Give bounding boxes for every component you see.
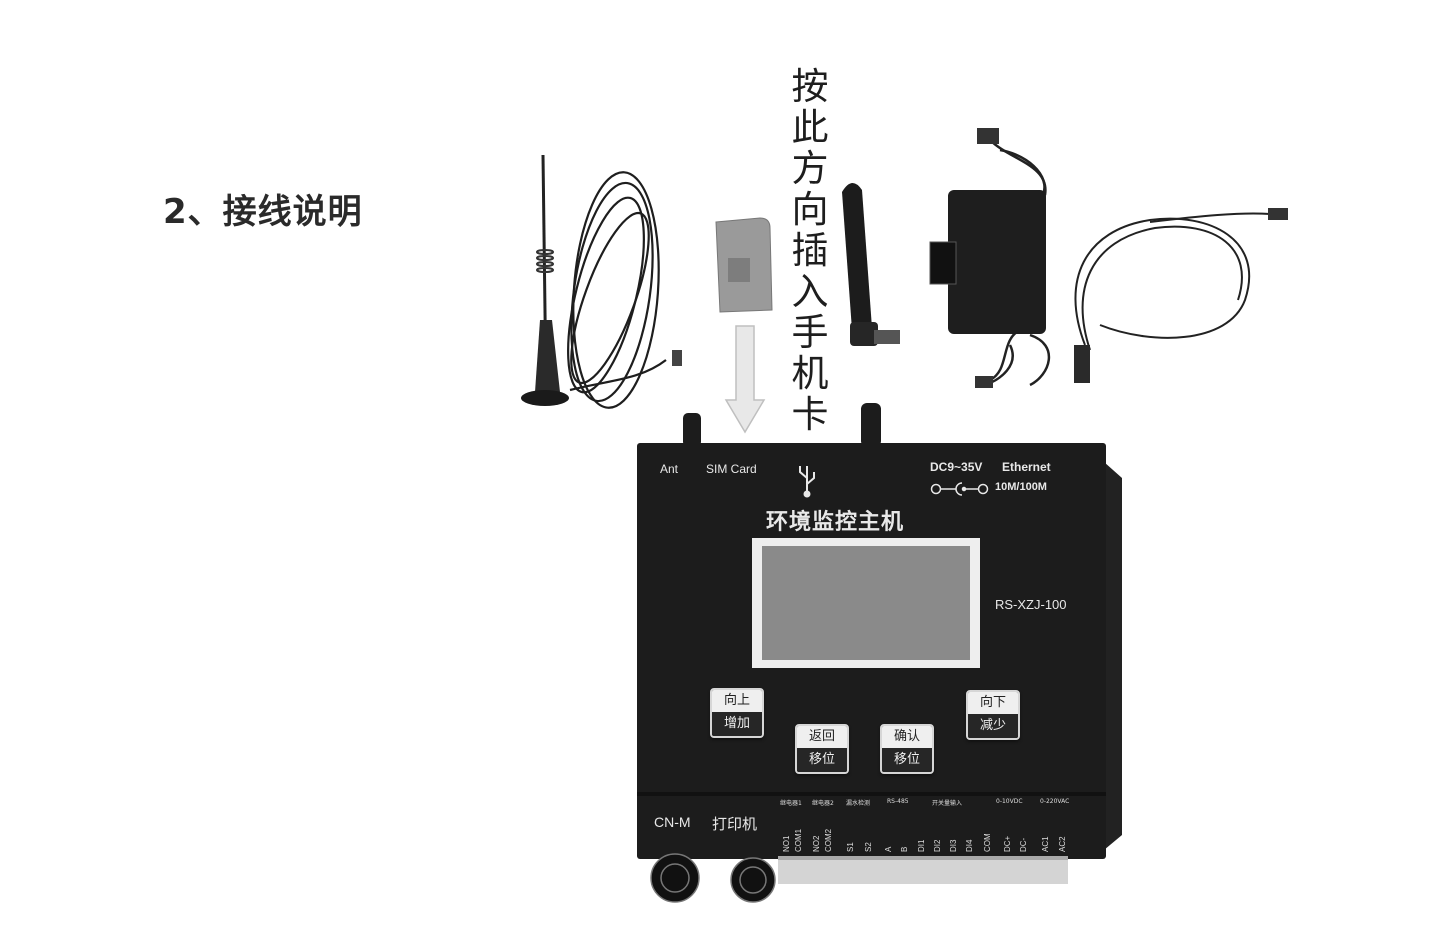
terminal-block bbox=[778, 856, 1068, 884]
terminal-group-label: RS-485 bbox=[887, 798, 909, 805]
up-increase-button[interactable]: 向上 增加 bbox=[710, 688, 764, 738]
button-bottom-label: 减少 bbox=[968, 714, 1018, 738]
port-printer-label: 打印机 bbox=[712, 816, 758, 833]
terminal-label: NO1 bbox=[782, 835, 791, 852]
terminal-group-label: 继电器1 bbox=[780, 800, 802, 807]
insert-direction-char: 机 bbox=[791, 352, 829, 395]
usb-icon bbox=[799, 466, 815, 498]
power-polarity-icon bbox=[930, 482, 989, 496]
terminal-label: DC- bbox=[1019, 837, 1028, 852]
terminal-group-label: 0-220VAC bbox=[1040, 798, 1070, 805]
device-model: RS-XZJ-100 bbox=[995, 597, 1067, 612]
down-arrow-icon bbox=[724, 325, 766, 434]
ethernet-cable-image bbox=[1074, 208, 1288, 383]
terminal-group-label: 开关量输入 bbox=[932, 800, 963, 807]
down-decrease-button[interactable]: 向下 减少 bbox=[966, 690, 1020, 740]
terminal-label: NO2 bbox=[812, 835, 821, 852]
stub-antenna-image bbox=[842, 182, 900, 346]
power-adapter-image bbox=[929, 128, 1050, 388]
port-cnm-label: CN-M bbox=[654, 814, 691, 830]
button-top-label: 确认 bbox=[882, 726, 932, 748]
terminal-group-label: 0-10VDC bbox=[996, 798, 1023, 805]
button-top-label: 向下 bbox=[968, 692, 1018, 714]
section-heading: 2、接线说明 bbox=[163, 192, 363, 232]
insert-direction-char: 向 bbox=[791, 188, 829, 231]
insert-direction-text: 按 此 方 向 插 入 手 机 卡 bbox=[788, 66, 832, 435]
device-title: 环境监控主机 bbox=[766, 509, 905, 535]
insert-direction-char: 此 bbox=[791, 106, 829, 149]
port-sim-label: SIM Card bbox=[706, 462, 757, 476]
insert-direction-char: 插 bbox=[791, 229, 829, 272]
terminal-label: COM bbox=[983, 833, 992, 852]
power-label: DC9~35V bbox=[930, 460, 983, 474]
insert-direction-char: 入 bbox=[791, 270, 829, 313]
button-bottom-label: 移位 bbox=[882, 748, 932, 772]
confirm-shift-button[interactable]: 确认 移位 bbox=[880, 724, 934, 774]
ethernet-label: Ethernet bbox=[1002, 460, 1051, 474]
terminal-label: DC+ bbox=[1003, 835, 1012, 852]
terminal-label: DI4 bbox=[965, 839, 974, 852]
terminal-label: B bbox=[900, 846, 909, 852]
terminal-group-label: 漏水检测 bbox=[846, 800, 871, 807]
terminal-group-label: 继电器2 bbox=[812, 800, 834, 807]
terminal-label: AC2 bbox=[1058, 836, 1067, 852]
back-shift-button[interactable]: 返回 移位 bbox=[795, 724, 849, 774]
button-bottom-label: 增加 bbox=[712, 712, 762, 736]
terminal-label: COM1 bbox=[794, 828, 803, 852]
insert-direction-char: 按 bbox=[791, 65, 829, 108]
terminal-label: A bbox=[884, 846, 893, 852]
terminal-label: DI1 bbox=[917, 839, 926, 852]
controller-unit bbox=[637, 403, 1122, 903]
terminal-label: COM2 bbox=[824, 828, 833, 852]
terminal-label: S2 bbox=[864, 842, 873, 852]
whip-antenna-image bbox=[521, 154, 682, 409]
insert-direction-char: 卡 bbox=[791, 393, 829, 436]
terminal-label: DI3 bbox=[949, 839, 958, 852]
button-bottom-label: 移位 bbox=[797, 748, 847, 772]
insert-direction-char: 手 bbox=[791, 311, 829, 354]
button-top-label: 返回 bbox=[797, 726, 847, 748]
sim-card-image bbox=[715, 217, 773, 313]
insert-direction-char: 方 bbox=[791, 147, 829, 190]
terminal-label: AC1 bbox=[1041, 836, 1050, 852]
terminal-label: S1 bbox=[846, 842, 855, 852]
button-top-label: 向上 bbox=[712, 690, 762, 712]
port-ant-label: Ant bbox=[660, 462, 679, 476]
ethernet-speed-label: 10M/100M bbox=[995, 481, 1047, 493]
terminal-label: DI2 bbox=[933, 839, 942, 852]
